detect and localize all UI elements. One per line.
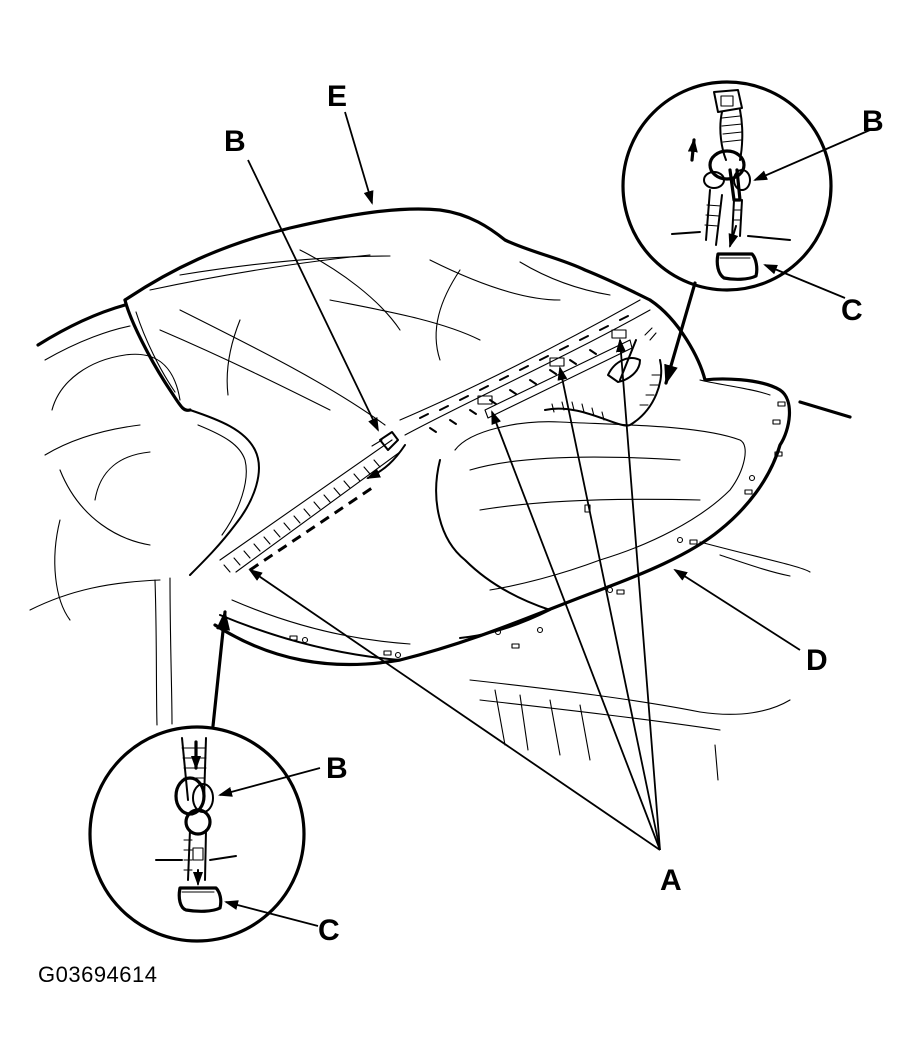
callout-labels: E B B C D B C A — [224, 80, 884, 947]
callout-b-main: B — [224, 125, 246, 158]
callout-e: E — [327, 80, 347, 113]
left-zipper — [219, 431, 406, 573]
callout-b-bottom-detail: B — [326, 752, 348, 785]
detail-circle-bottom — [88, 725, 306, 943]
callout-leaders — [218, 111, 871, 927]
lower-teeth-detail — [704, 204, 742, 227]
car-body-outline — [29, 303, 852, 781]
detail-leader-lines — [211, 281, 697, 728]
convertible-top — [123, 207, 652, 576]
zipper-teeth — [223, 459, 381, 573]
rear-window-panel — [213, 298, 792, 667]
lower-teeth-detail-bottom — [183, 839, 193, 871]
callout-c-top-detail: C — [841, 294, 863, 327]
window-edge-teeth — [551, 327, 661, 421]
figure-id: G03694614 — [38, 962, 158, 987]
callout-b-top-detail: B — [862, 105, 884, 138]
right-zipper — [399, 299, 663, 436]
zipper-teeth-right — [419, 315, 629, 433]
callout-c-bottom-detail: C — [318, 914, 340, 947]
zipper-teeth-detail — [721, 115, 743, 143]
callout-a: A — [660, 864, 682, 897]
detail-circle-top — [621, 80, 833, 292]
zipper-slider-top — [371, 431, 399, 451]
callout-d: D — [806, 644, 828, 677]
